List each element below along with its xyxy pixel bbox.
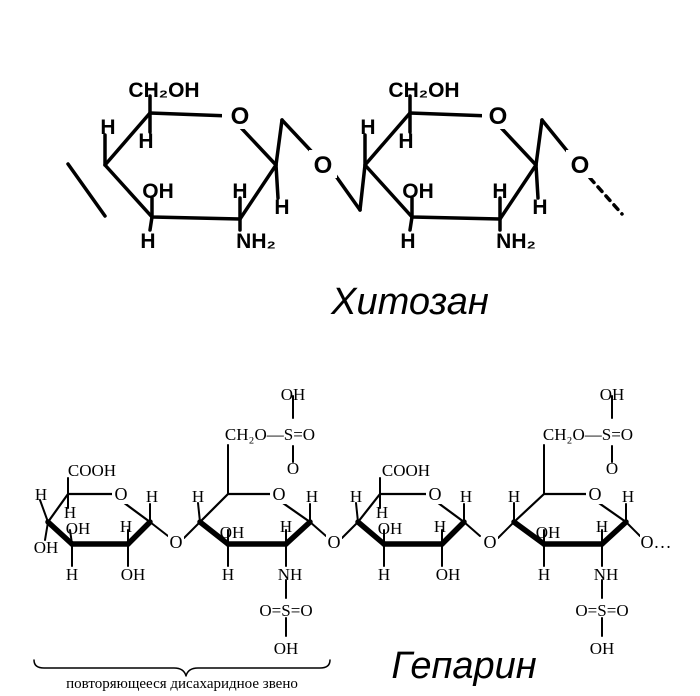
heparin-unit-4-ch2o-sulfo: CH₂O—S=O (543, 425, 633, 444)
chitosan-structure (66, 94, 624, 232)
heparin-unit-4-c3-oh: OH (536, 523, 561, 542)
heparin-unit-2-sulfate-oh: OH (281, 385, 306, 404)
chitosan-glycosidic-bond-2 (280, 118, 314, 154)
heparin-glycosidic-oxygen-2: O (328, 532, 341, 552)
heparin-unit-4-ring-oxygen: O (589, 484, 602, 504)
heparin-unit-1-ring-oxygen: O (115, 484, 128, 504)
heparin-unit-1-c1-h: H (146, 487, 158, 506)
heparin-unit-1-c4-h: H (35, 485, 47, 504)
heparin-caption: Гепарин (391, 645, 536, 687)
heparin-atom-labels: COOH O H H OH OH H H OH H O OH CH₂O—S=O … (34, 385, 672, 658)
chitosan-atom-labels: O CH₂OH H H OH H H NH₂ H O O CH₂OH H H O… (100, 79, 594, 253)
heparin-unit-3-c4-h: H (350, 487, 362, 506)
heparin-glycosidic-oxygen-3: O (484, 532, 497, 552)
chitosan-chain-bond-in (66, 162, 107, 218)
heparin-unit-3-cooh: COOH (382, 461, 430, 480)
chitosan-ring-2-oxygen: O (489, 103, 508, 130)
chitosan-ring-1-c1-h: H (274, 196, 289, 219)
heparin-unit-3-c3-oh: OH (378, 519, 403, 538)
chitosan-ring-2-c2-h: H (492, 180, 507, 203)
chitosan-ring-2-c5-h: H (398, 130, 413, 153)
chitosan-ring-1-ch2oh: CH₂OH (128, 79, 199, 102)
heparin-unit-1-c5-h: H (64, 503, 76, 522)
chitosan-ring-2-c1-h: H (532, 196, 547, 219)
chitosan-ring-2-c3-h-bond (408, 215, 414, 232)
heparin-unit-2-c2-h: H (280, 517, 292, 536)
chitosan-glycosidic-bond-3 (331, 170, 362, 212)
chitosan-ring-2-c4-h: H (360, 116, 375, 139)
heparin-glycosidic-oxygen-1: O (170, 532, 183, 552)
heparin-unit-2-n-sulfo-oh: OH (274, 639, 299, 658)
chitosan-ring-1-nh2: NH₂ (236, 230, 276, 253)
chitosan-caption: Хитозан (330, 281, 489, 323)
heparin-unit-4-c3-h: H (538, 565, 550, 584)
chitosan-ring-1-oxygen: O (231, 103, 250, 130)
chitosan-ring-2-c3-h: H (400, 230, 415, 253)
heparin-unit-3-c3-h: H (378, 565, 390, 584)
heparin-unit-2-ring-oxygen: O (273, 484, 286, 504)
chitosan-ring-1-c3-h-bond (148, 215, 154, 232)
heparin-unit-2-c3-oh: OH (220, 523, 245, 542)
chitosan-ring-2 (358, 111, 538, 221)
chitosan-ring-1-c1-h-bond (274, 163, 280, 200)
heparin-unit-4-n-sulfo: O=S=O (575, 601, 628, 620)
heparin-unit-3-c5-h: H (376, 503, 388, 522)
heparin-unit-2-c4-h: H (192, 487, 204, 506)
heparin-unit-3-c2-h: H (434, 517, 446, 536)
chitosan-chain-continuation (588, 176, 624, 216)
repeating-unit-label: повторяющееся дисахаридное звено (66, 676, 298, 692)
heparin-unit-4-c2-h: H (596, 517, 608, 536)
chitosan-ring-2-c1-h-bond (534, 163, 540, 200)
heparin-chain-end: O… (641, 532, 672, 552)
heparin-unit-2-c3-h: H (222, 565, 234, 584)
heparin-unit-2-c1-h: H (306, 487, 318, 506)
chitosan-ring-2-nh2: NH₂ (496, 230, 536, 253)
heparin-unit-2-ch2o-sulfo: CH₂O—S=O (225, 425, 315, 444)
chitosan-ring-1-c3-h: H (140, 230, 155, 253)
heparin-unit-1-c2-oh: OH (121, 565, 146, 584)
chitosan-ring-2-c3-oh: OH (402, 180, 434, 203)
heparin-unit-4-sulfate-oh: OH (600, 385, 625, 404)
chitosan-ring-1-c2-h: H (232, 180, 247, 203)
chitosan-chain-oxygen: O (571, 152, 590, 179)
heparin-unit-1-c4-oh: OH (34, 538, 59, 557)
heparin-unit-2-nh: NH (278, 565, 303, 584)
chitosan-ring-1-c3-oh: OH (142, 180, 174, 203)
chitosan-glycosidic-oxygen: O (314, 152, 333, 179)
heparin-unit-1-c3-oh: OH (66, 519, 91, 538)
heparin-unit-1-c3-h: H (66, 565, 78, 584)
heparin-unit-2-sulfate-o: O (287, 459, 299, 478)
chitosan-outgoing-bond-1 (534, 118, 544, 167)
heparin-unit-3-c2-oh: OH (436, 565, 461, 584)
heparin-unit-1-c2-h: H (120, 517, 132, 536)
heparin-unit-3-c1-h: H (460, 487, 472, 506)
chitosan-ring-1 (103, 111, 278, 221)
chitosan-ring-1-c5-h: H (138, 130, 153, 153)
heparin-unit-4-c1-h: H (622, 487, 634, 506)
heparin-structure (33, 395, 641, 677)
chitosan-ring-2-ch2oh: CH₂OH (388, 79, 459, 102)
heparin-unit-3-ring-oxygen: O (429, 484, 442, 504)
chitosan-ring-1-c4-h: H (100, 116, 115, 139)
heparin-unit-4-nh: NH (594, 565, 619, 584)
chitosan-glycosidic-bond-1 (274, 118, 284, 167)
heparin-unit-4-c4-h: H (508, 487, 520, 506)
chitosan-outgoing-bond-2 (540, 118, 570, 154)
heparin-unit-1-cooh: COOH (68, 461, 116, 480)
heparin-unit-4-n-sulfo-oh: OH (590, 639, 615, 658)
heparin-unit-4-sulfate-o: O (606, 459, 618, 478)
repeating-unit-brace (33, 659, 331, 677)
heparin-unit-2-n-sulfo: O=S=O (259, 601, 312, 620)
